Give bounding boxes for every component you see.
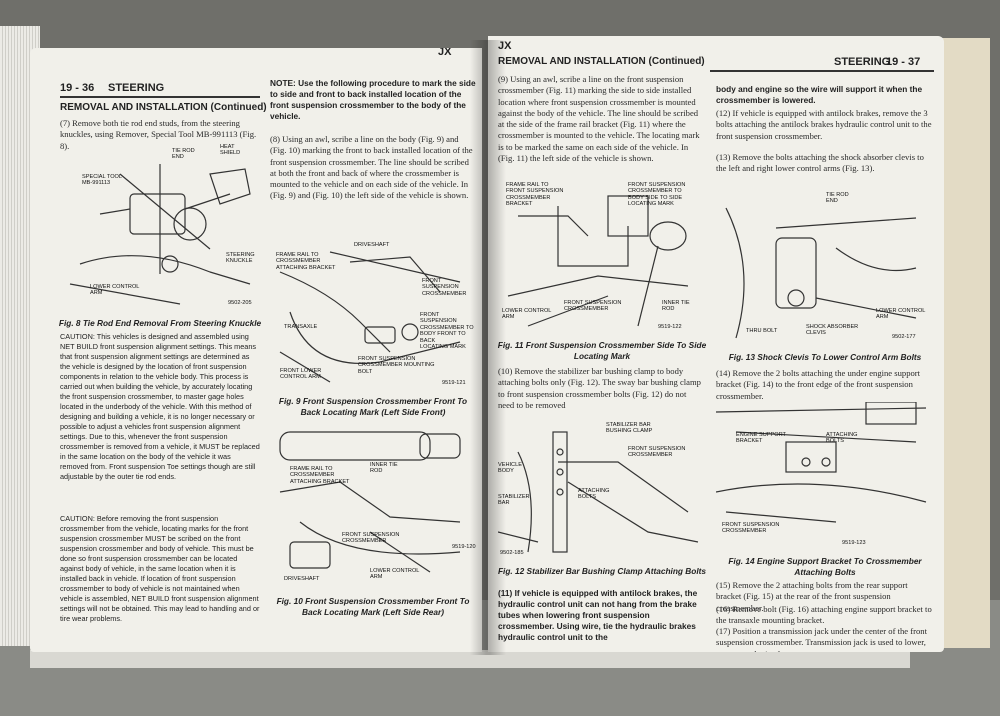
fig8-label-tie-rod-end: TIE ROD END (172, 148, 195, 161)
fig13-label-thru-bolt: THRU BOLT (746, 328, 778, 334)
figure-14-drawing (716, 402, 927, 523)
section-heading: REMOVAL AND INSTALLATION (Continued) (60, 102, 267, 113)
fig10-label-inner-tie-rod: INNER TIE ROD (370, 462, 398, 475)
fig10-label-id: 9519-120 (452, 544, 476, 550)
fig12-label-stabilizer-bar: STABILIZER BAR (498, 494, 530, 506)
fig13-label-tie-rod-end: TIE ROD END (826, 192, 849, 205)
section-title: STEERING (108, 82, 165, 94)
fig13-label-lower-arm: LOWER CONTROL ARM (876, 308, 926, 321)
figure-12-caption: Fig. 12 Stabilizer Bar Bushing Clamp Att… (497, 566, 707, 576)
fig8-label-special-tool: SPECIAL TOOL MB-991113 (82, 174, 123, 187)
fig8-label-heat-shield: HEAT SHIELD (220, 144, 241, 157)
figure-10-caption: Fig. 10 Front Suspension Crossmember Fro… (276, 596, 470, 617)
fig9-label-id: 9519-121 (442, 380, 466, 386)
fig9-label-lower-arm: FRONT LOWER CONTROL ARM (280, 368, 322, 381)
figure-12: STABILIZER BAR BUSHING CLAMP FRONT SUSPE… (498, 422, 704, 560)
fig12-label-vehicle-body: VEHICLE BODY (498, 462, 522, 474)
caution-1-text: CAUTION: This vehicles is designed and a… (60, 332, 260, 481)
fig8-label-steering-knuckle: STEERING KNUCKLE (226, 252, 255, 265)
step-14-text: (14) Remove the 2 bolts attaching the un… (716, 368, 921, 401)
fig11-label-locating-mark: FRONT SUSPENSION CROSSMEMBER TO BODY SID… (628, 182, 686, 208)
figure-14-caption: Fig. 14 Engine Support Bracket To Crossm… (728, 556, 922, 577)
fig12-label-bushing-clamp: STABILIZER BAR BUSHING CLAMP (606, 422, 653, 435)
fig11-label-id: 9519-122 (658, 324, 682, 330)
book-bottom-edge (30, 650, 910, 668)
fig11-label-crossmember: FRONT SUSPENSION CROSSMEMBER (564, 300, 622, 313)
figure-9: FRAME RAIL TO CROSSMEMBER ATTACHING BRAC… (270, 232, 476, 390)
figure-13: TIE ROD END THRU BOLT SHOCK ABSORBER CLE… (716, 188, 934, 346)
fig8-label-lower-control-arm: LOWER CONTROL ARM (90, 284, 140, 297)
header-code: JX (438, 48, 452, 58)
left-page: 19 - 36 STEERING JX REMOVAL AND INSTALLA… (30, 48, 482, 652)
figure-14: ENGINE SUPPORT BRACKET ATTACHING BOLTS F… (716, 402, 934, 550)
header-rule (60, 96, 260, 98)
page-number: 19 - 37 (886, 56, 921, 68)
caution-2-text: CAUTION: Before removing the front suspe… (60, 514, 260, 623)
fig10-label-frame-rail: FRAME RAIL TO CROSSMEMBER ATTACHING BRAC… (290, 466, 350, 485)
header-code: JX (498, 40, 511, 52)
section-heading: REMOVAL AND INSTALLATION (Continued) (498, 56, 705, 67)
page-number: 19 - 36 (60, 82, 95, 94)
fig10-label-driveshaft: DRIVESHAFT (284, 576, 320, 582)
step-13-text: (13) Remove the bolts attaching the shoc… (716, 152, 924, 174)
right-page: JX STEERING 19 - 37 REMOVAL AND INSTALLA… (488, 36, 944, 652)
figure-8-caption: Fig. 8 Tie Rod End Removal From Steering… (58, 318, 262, 328)
figure-10: FRAME RAIL TO CROSSMEMBER ATTACHING BRAC… (270, 422, 476, 592)
step-11-continued-text: body and engine so the wire will support… (716, 84, 923, 105)
fig13-label-id: 9502-177 (892, 334, 916, 340)
step-16-text: (16) Remove bolt (Fig. 16) attaching eng… (716, 604, 932, 626)
figure-8: SPECIAL TOOL MB-991113 TIE ROD END HEAT … (60, 144, 260, 312)
fig13-label-shock-clevis: SHOCK ABSORBER CLEVIS (806, 324, 859, 337)
fig8-label-id: 9502-205 (228, 300, 252, 306)
fig9-label-mounting-bolt: FRONT SUSPENSION CROSSMEMBER MOUNTING BO… (358, 356, 435, 375)
figure-9-caption: Fig. 9 Front Suspension Crossmember Fron… (278, 396, 468, 417)
figure-11-caption: Fig. 11 Front Suspension Crossmember Sid… (497, 340, 707, 361)
figure-13-drawing (725, 207, 917, 339)
fig14-label-attaching-bolts: ATTACHING BOLTS (826, 432, 858, 445)
figure-13-caption: Fig. 13 Shock Clevis To Lower Control Ar… (728, 352, 922, 362)
figure-11: FRAME RAIL TO FRONT SUSPENSION CROSSMEMB… (498, 176, 704, 334)
fig9-label-frame-rail: FRAME RAIL TO CROSSMEMBER ATTACHING BRAC… (276, 252, 336, 271)
fig10-label-crossmember: FRONT SUSPENSION CROSSMEMBER (342, 532, 400, 545)
step-7-text: (7) Remove both tie rod end studs, from … (60, 118, 257, 151)
fig11-label-inner-tie-rod: INNER TIE ROD (662, 300, 690, 313)
fig9-label-transaxle: TRANSAXLE (284, 324, 318, 330)
step-10-text: (10) Remove the stabilizer bar bushing c… (498, 366, 701, 410)
fig11-label-frame-rail: FRAME RAIL TO FRONT SUSPENSION CROSSMEMB… (506, 182, 564, 208)
step-12-text: (12) If vehicle is equipped with antiloc… (716, 108, 932, 141)
figure-8-drawing (69, 164, 251, 305)
fig12-label-id: 9502-185 (500, 550, 524, 556)
fig12-label-attaching-bolts: ATTACHING BOLTS (578, 488, 610, 501)
fig11-label-lower-arm: LOWER CONTROL ARM (502, 308, 552, 321)
fig12-label-crossmember: FRONT SUSPENSION CROSSMEMBER (628, 446, 686, 459)
fig10-label-lower-arm: LOWER CONTROL ARM (370, 568, 420, 581)
figure-11-drawing (507, 195, 689, 327)
note-text: NOTE: Use the following procedure to mar… (270, 78, 476, 121)
figure-9-drawing (279, 251, 461, 383)
book-gutter-shadow (470, 40, 506, 655)
step-9-text: (9) Using an awl, scribe a line on the f… (498, 74, 700, 164)
step-11-text: (11) If vehicle is equipped with antiloc… (498, 588, 698, 642)
fig9-label-locating-mark: FRONT SUSPENSION CROSSMEMBER TO BODY FRO… (420, 312, 474, 351)
header-rule (710, 70, 934, 72)
fig9-label-driveshaft: DRIVESHAFT (354, 242, 390, 248)
fig9-label-crossmember: FRONT SUSPENSION CROSSMEMBER (422, 278, 467, 297)
fig14-label-support-bracket: ENGINE SUPPORT BRACKET (736, 432, 786, 445)
figure-12-drawing (498, 431, 699, 553)
step-8-text: (8) Using an awl, scribe a line on the b… (270, 134, 473, 201)
fig14-label-crossmember: FRONT SUSPENSION CROSSMEMBER (722, 522, 780, 535)
figure-10-drawing (279, 431, 461, 573)
section-title: STEERING (834, 56, 891, 68)
step-15-text: (15) Remove the 2 attaching bolts from t… (716, 580, 908, 613)
step-17-text: (17) Position a transmission jack under … (716, 626, 927, 652)
fig14-label-id: 9519-123 (842, 540, 866, 546)
